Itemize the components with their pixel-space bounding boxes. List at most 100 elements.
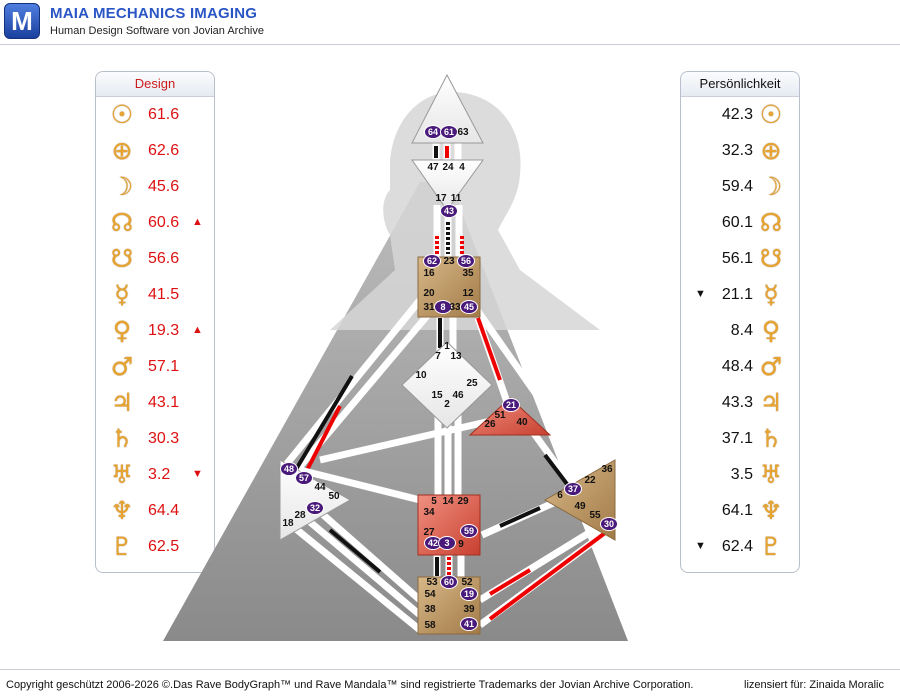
personality-row: ♃43.3 (681, 386, 799, 422)
g-center (401, 341, 493, 429)
gate-number: 8 (440, 302, 445, 312)
gate-number: 24 (442, 162, 454, 173)
personality-row: ♅ 3.5 (681, 458, 799, 494)
moon-icon: ☽ (110, 172, 134, 201)
ajna-center (411, 159, 484, 211)
gate-number: 27 (423, 527, 435, 538)
design-row: ⊕62.6 (96, 134, 214, 170)
gate-number: 56 (461, 256, 471, 266)
arrow-down-icon: ▼ (695, 288, 706, 300)
pluto-icon: ♇ (759, 532, 783, 561)
personality-row: ☿21.1▼ (681, 278, 799, 314)
gate-number: 20 (423, 288, 435, 299)
jupiter-icon: ♃ (759, 388, 783, 417)
gate-number: 22 (584, 475, 596, 486)
gate-number: 43 (444, 206, 454, 216)
personality-list: ☉42.3⊕32.3☽59.4☊60.1☋56.1☿21.1▼♀8.4♂48.4… (681, 98, 799, 566)
jupiter-icon: ♃ (110, 388, 134, 417)
personality-panel: Persönlichkeit ☉42.3⊕32.3☽59.4☊60.1☋56.1… (680, 71, 800, 573)
personality-value: 8.4 (730, 322, 753, 339)
gate-number: 60 (444, 577, 454, 587)
active-gate-marker (440, 575, 458, 589)
gate-number: 17 (435, 193, 447, 204)
gate-number: 4 (459, 162, 465, 173)
gate-number: 35 (462, 268, 474, 279)
active-gate-marker (502, 398, 520, 412)
sun-icon: ☉ (110, 100, 134, 129)
gate-number: 51 (494, 410, 506, 421)
personality-value: 64.1 (721, 502, 753, 519)
gate-number: 54 (424, 589, 436, 600)
gate-number: 3 (444, 538, 449, 548)
design-value: 64.4 (148, 502, 180, 519)
active-gate-marker (457, 254, 475, 268)
design-row: ☊60.6▲ (96, 206, 214, 242)
gate-number: 15 (431, 390, 443, 401)
north-node-icon: ☊ (759, 208, 783, 237)
gate-number: 58 (424, 620, 436, 631)
personality-value: 3.5 (730, 466, 753, 483)
personality-row: ♇62.4▼ (681, 530, 799, 566)
arrow-up-icon: ▲ (192, 216, 203, 228)
gate-number: 16 (423, 268, 435, 279)
active-gate-marker (460, 587, 478, 601)
app-logo-icon: M (4, 3, 40, 39)
design-value: 43.1 (148, 394, 180, 411)
gate-number: 44 (314, 482, 326, 493)
gate-number: 9 (458, 539, 464, 550)
app-header: M MAIA MECHANICS IMAGING Human Design So… (0, 0, 900, 45)
gate-number: 31 (423, 302, 435, 313)
personality-value: 60.1 (721, 214, 753, 231)
gate-number: 55 (589, 510, 601, 521)
design-value: 19.3 (148, 322, 180, 339)
active-gate-marker (460, 617, 478, 631)
personality-row: ☉42.3 (681, 98, 799, 134)
pluto-icon: ♇ (110, 532, 134, 561)
ego-center (468, 397, 552, 436)
gate-number: 61 (444, 127, 454, 137)
neptune-icon: ♆ (110, 496, 134, 525)
license-text: lizensiert für: Zinaida Moralic (744, 679, 884, 691)
active-gate-marker (440, 204, 458, 218)
app-subtitle: Human Design Software von Jovian Archive (50, 25, 264, 37)
uranus-icon: ♅ (110, 460, 134, 489)
gate-number: 47 (427, 162, 439, 173)
gate-number: 50 (328, 491, 340, 502)
design-value: 56.6 (148, 250, 180, 267)
design-row: ♃ 43.1 (96, 386, 214, 422)
personality-row: ♆64.1 (681, 494, 799, 530)
gate-number: 48 (284, 464, 294, 474)
gate-number: 19 (464, 589, 474, 599)
copyright-text: Copyright geschützt 2006-2026 ©.Das Rave… (6, 679, 694, 691)
gate-number: 1 (444, 341, 450, 352)
active-gate-marker (460, 300, 478, 314)
head-silhouette (330, 91, 600, 330)
personality-value: 59.4 (721, 178, 753, 195)
design-value: 45.6 (148, 178, 180, 195)
design-row: ♄30.3 (96, 422, 214, 458)
design-row: ☋ 56.6 (96, 242, 214, 278)
gate-number: 39 (463, 604, 475, 615)
gate-number: 38 (424, 604, 436, 615)
design-row: ♀19.3▲ (96, 314, 214, 350)
design-value: 62.6 (148, 142, 180, 159)
moon-icon: ☽ (759, 172, 783, 201)
gate-number: 14 (442, 496, 454, 507)
gate-number: 33 (449, 302, 461, 313)
design-panel: Design ☉61.6⊕62.6☽45.6☊60.6▲☋56.6☿41.5♀1… (95, 71, 215, 573)
gate-number: 28 (294, 510, 306, 521)
gate-number: 42 (428, 538, 438, 548)
gate-number: 18 (282, 518, 294, 529)
design-row: ☽ 45.6 (96, 170, 214, 206)
active-gate-marker (295, 471, 313, 485)
design-value: 41.5 (148, 286, 180, 303)
gate-number: 26 (484, 419, 496, 430)
personality-value: 42.3 (721, 106, 753, 123)
app-title: MAIA MECHANICS IMAGING (50, 5, 258, 22)
south-node-icon: ☋ (110, 244, 134, 273)
arrow-down-icon: ▼ (695, 540, 706, 552)
gate-number: 49 (574, 501, 586, 512)
uranus-icon: ♅ (759, 460, 783, 489)
